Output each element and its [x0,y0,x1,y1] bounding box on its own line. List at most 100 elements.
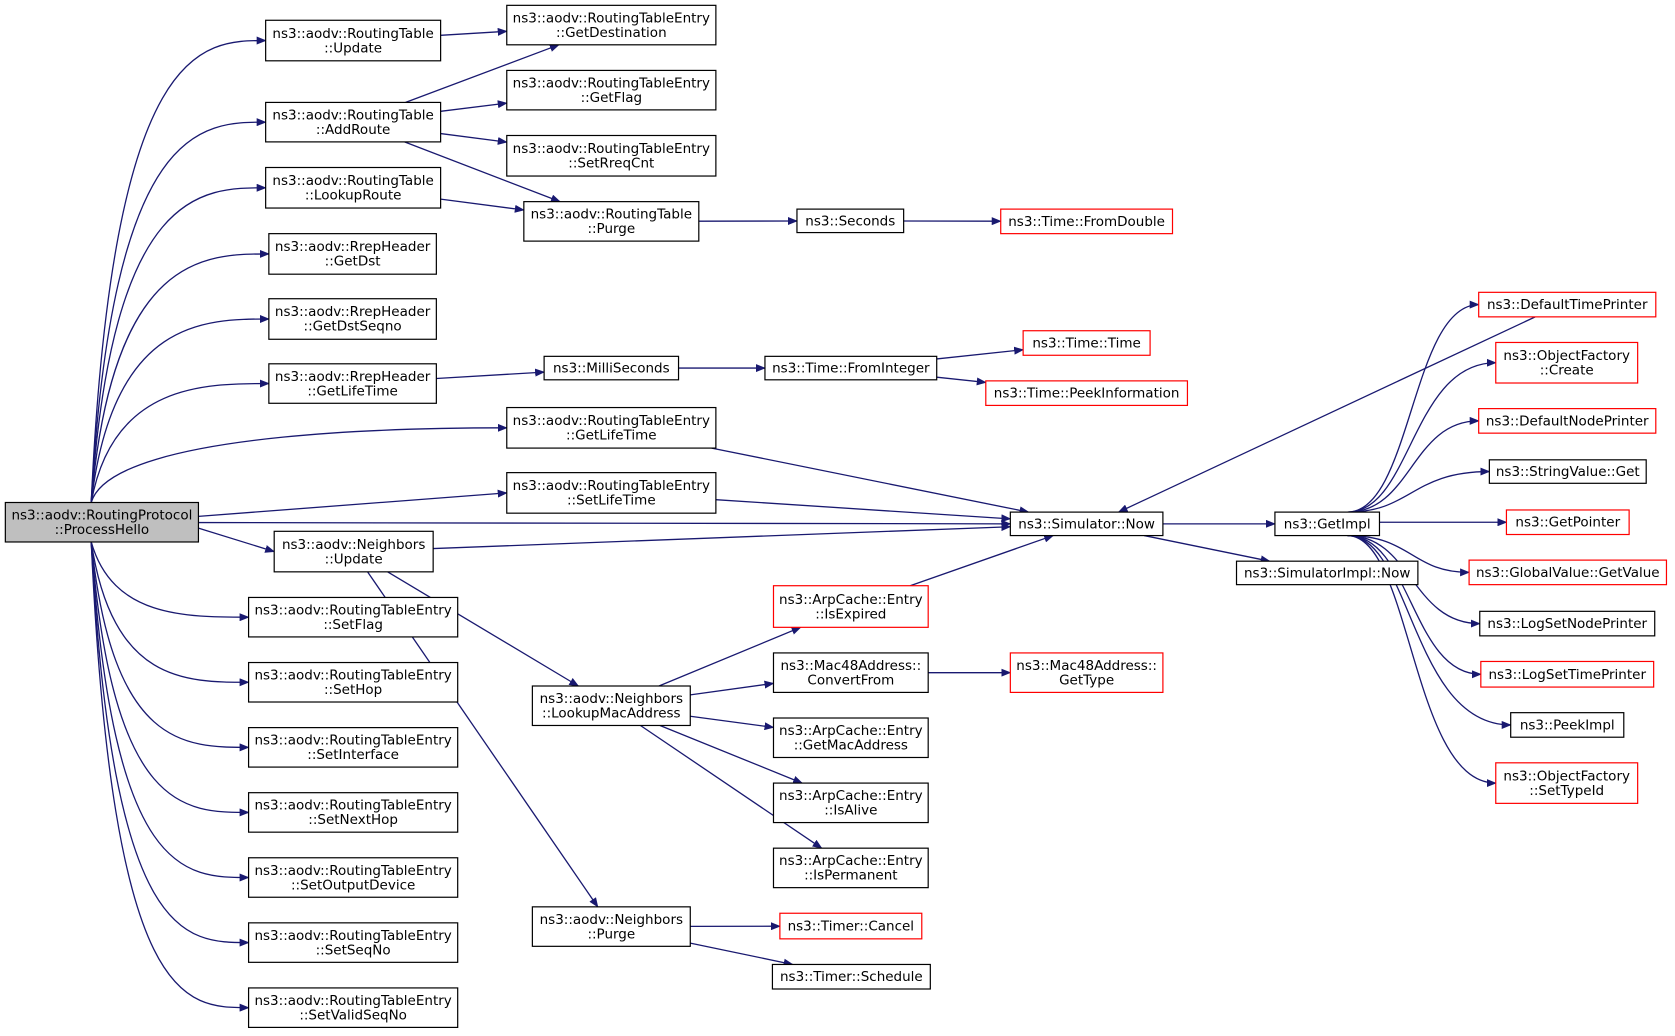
node-rte-setnexthop[interactable]: ns3::aodv::RoutingTableEntry::SetNextHop [247,792,459,833]
node-mac-gettype[interactable]: ns3::Mac48Address::GetType [1009,652,1164,694]
node-label: ::IsAlive [824,803,877,819]
node-box [1235,560,1419,586]
node-label: ns3::PeekImpl [1520,717,1615,733]
edge-rt_update-to-rte_getdestination [440,27,508,36]
node-box [268,363,437,404]
node-label: ns3::Timer::Schedule [780,969,923,985]
node-box [265,166,442,209]
node-label: ns3::aodv::RoutingTable [272,173,433,189]
node-rte-setvalidseqno[interactable]: ns3::aodv::RoutingTableEntry::SetValidSe… [247,987,459,1029]
node-nb-purge[interactable]: ns3::aodv::Neighbors::Purge [531,906,691,947]
node-rte-setoutputdevice[interactable]: ns3::aodv::RoutingTableEntry::SetOutputD… [247,857,459,898]
node-label: ns3::aodv::RoutingTableEntry [513,141,710,157]
node-rte-setreqcnt[interactable]: ns3::aodv::RoutingTableEntry::SetRreqCnt [506,134,717,177]
node-time-fromdouble[interactable]: ns3::Time::FromDouble [1000,208,1174,235]
node-stringvalue-get[interactable]: ns3::StringValue::Get [1488,459,1647,484]
edge-nb_update-to-nb_lookupmac [387,571,580,687]
node-arp-isexpired[interactable]: ns3::ArpCache::Entry::IsExpired [772,585,929,628]
node-getpointer[interactable]: ns3::GetPointer [1505,509,1630,536]
node-rte-setflag[interactable]: ns3::aodv::RoutingTableEntry::SetFlag [247,596,459,638]
node-label: ns3::MilliSeconds [553,361,670,377]
node-time-time[interactable]: ns3::Time::Time [1022,330,1151,356]
edge-sim_now-to-simimpl_now [1144,534,1271,564]
node-rte-getflag[interactable]: ns3::aodv::RoutingTableEntry::GetFlag [506,69,717,111]
node-label: ::SetOutputDevice [291,877,415,893]
node-globalvalue-getvalue[interactable]: ns3::GlobalValue::GetValue [1468,559,1668,586]
node-rte-getdestination[interactable]: ns3::aodv::RoutingTableEntry::GetDestina… [506,4,717,46]
node-rrep-getdstseqno[interactable]: ns3::aodv::RrepHeader::GetDstSeqno [268,298,437,340]
node-timer-schedule[interactable]: ns3::Timer::Schedule [771,963,931,990]
edge-time_frominteger-to-time_time [936,346,1025,360]
node-label: ns3::DefaultNodePrinter [1486,413,1649,429]
node-label: ns3::aodv::RoutingTable [272,107,433,123]
node-arp-isalive[interactable]: ns3::ArpCache::Entry::IsAlive [772,782,929,824]
node-seconds[interactable]: ns3::Seconds [796,208,905,234]
node-default-time-printer[interactable]: ns3::DefaultTimePrinter [1478,291,1657,318]
node-logsetnodeprinter[interactable]: ns3::LogSetNodePrinter [1479,610,1656,637]
node-box [265,19,442,62]
node-label: ns3::Simulator::Now [1018,516,1155,532]
node-rte-setlifetime[interactable]: ns3::aodv::RoutingTableEntry::SetLifeTim… [506,472,717,514]
edge-root-to-rte_getlifetime [90,423,508,503]
node-label: ::SetInterface [307,747,399,763]
node-nb-lookupmac[interactable]: ns3::aodv::Neighbors::LookupMacAddress [531,685,691,727]
node-box [1480,660,1655,688]
node-logsettimeprinter[interactable]: ns3::LogSetTimePrinter [1480,660,1655,688]
node-label: ::SetNextHop [308,812,398,828]
node-timer-cancel[interactable]: ns3::Timer::Cancel [779,912,923,940]
node-box [506,472,717,514]
node-rt-update[interactable]: ns3::aodv::RoutingTable::Update [265,19,442,62]
edge-rte_setlifetime-to-sim_now [715,499,1012,523]
node-peekimpl[interactable]: ns3::PeekImpl [1510,712,1625,738]
node-nb-update[interactable]: ns3::aodv::Neighbors::Update [273,530,434,573]
node-mac-convertfrom[interactable]: ns3::Mac48Address::ConvertFrom [772,652,929,694]
node-label: ns3::ObjectFactory [1503,348,1630,364]
node-milliseconds[interactable]: ns3::MilliSeconds [543,355,680,381]
node-rt-addroute[interactable]: ns3::aodv::RoutingTable::AddRoute [265,101,442,143]
node-sim-now[interactable]: ns3::Simulator::Now [1009,511,1164,537]
node-box [1000,208,1174,235]
node-label: ns3::ArpCache::Entry [779,853,923,869]
node-box [273,530,434,573]
node-arp-ispermanent[interactable]: ns3::ArpCache::Entry::IsPermanent [772,847,929,889]
node-root[interactable]: ns3::aodv::RoutingProtocol::ProcessHello [4,501,200,543]
node-rte-setseqno[interactable]: ns3::aodv::RoutingTableEntry::SetSeqNo [247,922,459,963]
node-simimpl-now[interactable]: ns3::SimulatorImpl::Now [1235,560,1419,586]
node-label: ns3::aodv::RoutingTableEntry [254,733,451,749]
node-label: ::ProcessHello [55,522,150,538]
node-rt-purge[interactable]: ns3::aodv::RoutingTable::Purge [523,201,700,242]
node-arp-getmac[interactable]: ns3::ArpCache::Entry::GetMacAddress [772,717,929,759]
edge-getimpl-to-peekimpl [1347,534,1512,729]
node-getimpl[interactable]: ns3::GetImpl [1274,511,1381,537]
node-label: ns3::StringValue::Get [1496,464,1640,480]
node-label: ns3::aodv::RoutingProtocol [11,507,192,523]
node-rte-getlifetime[interactable]: ns3::aodv::RoutingTableEntry::GetLifeTim… [506,406,717,449]
node-label: ::LookupMacAddress [542,705,681,721]
node-rte-setinterface[interactable]: ns3::aodv::RoutingTableEntry::SetInterfa… [247,727,459,768]
edge-root-to-sim_now [198,519,1012,528]
node-box [764,355,938,381]
edge-rt_addroute-to-rte_setreqcnt [440,132,508,145]
node-default-node-printer[interactable]: ns3::DefaultNodePrinter [1478,408,1657,434]
node-label: ns3::aodv::RoutingTableEntry [513,75,710,91]
edge-nb_lookupmac-to-arp_isalive [659,724,804,784]
node-label: ns3::Time::Time [1032,336,1140,352]
node-time-peekinfo[interactable]: ns3::Time::PeekInformation [985,380,1189,407]
node-box [772,782,929,824]
node-label: ::AddRoute [316,122,390,138]
node-label: ns3::aodv::Neighbors [282,537,425,553]
node-rt-lookuproute[interactable]: ns3::aodv::RoutingTable::LookupRoute [265,166,442,209]
edge-root-to-rt_lookuproute [90,183,267,503]
node-rte-sethop[interactable]: ns3::aodv::RoutingTableEntry::SetHop [247,661,459,703]
node-of-create[interactable]: ns3::ObjectFactory::Create [1495,341,1639,384]
node-rrep-getdst[interactable]: ns3::aodv::RrepHeader::GetDst [268,233,437,275]
node-box [985,380,1189,407]
edge-root-to-rt_update [90,36,267,503]
node-of-settypeid[interactable]: ns3::ObjectFactory::SetTypeId [1495,762,1639,804]
edge-getimpl-to-default_node_printer [1347,416,1480,513]
node-rrep-getlifetime[interactable]: ns3::aodv::RrepHeader::GetLifeTime [268,363,437,404]
node-label: ns3::aodv::RoutingTableEntry [254,928,451,944]
node-layer: ns3::aodv::RoutingProtocol::ProcessHello… [4,4,1668,1029]
node-time-frominteger[interactable]: ns3::Time::FromInteger [764,355,938,381]
edge-nb_lookupmac-to-arp_ispermanent [640,724,823,849]
